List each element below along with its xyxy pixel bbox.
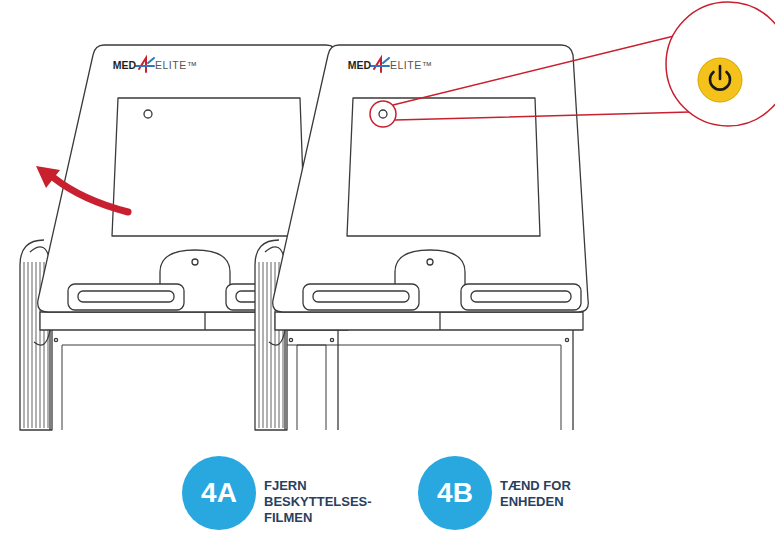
device-drawing [255, 45, 588, 430]
arrow-head [36, 166, 60, 188]
zoom-circle [666, 2, 775, 126]
logo-text: ELITE™ [155, 58, 198, 72]
peel-arrow [54, 178, 128, 212]
step-badge: 4BTÆND FOR ENHEDEN [418, 456, 492, 530]
step-number: 4A [201, 479, 237, 507]
zoom-ring [370, 101, 396, 127]
step-caption: TÆND FOR ENHEDEN [500, 478, 595, 510]
logo-mark [371, 58, 389, 72]
logo-mark [136, 58, 154, 72]
logo-text: MED [348, 58, 371, 72]
zoom-line [393, 36, 690, 120]
power-icon-button [698, 58, 742, 102]
logo-text: MED [113, 58, 136, 72]
logo-text: ELITE™ [390, 58, 433, 72]
step-number: 4B [437, 479, 473, 507]
step-caption: FJERN BESKYTTELSES- FILMEN [264, 478, 372, 526]
step-badge: 4AFJERN BESKYTTELSES- FILMEN [182, 456, 256, 530]
power-symbol [719, 66, 722, 79]
